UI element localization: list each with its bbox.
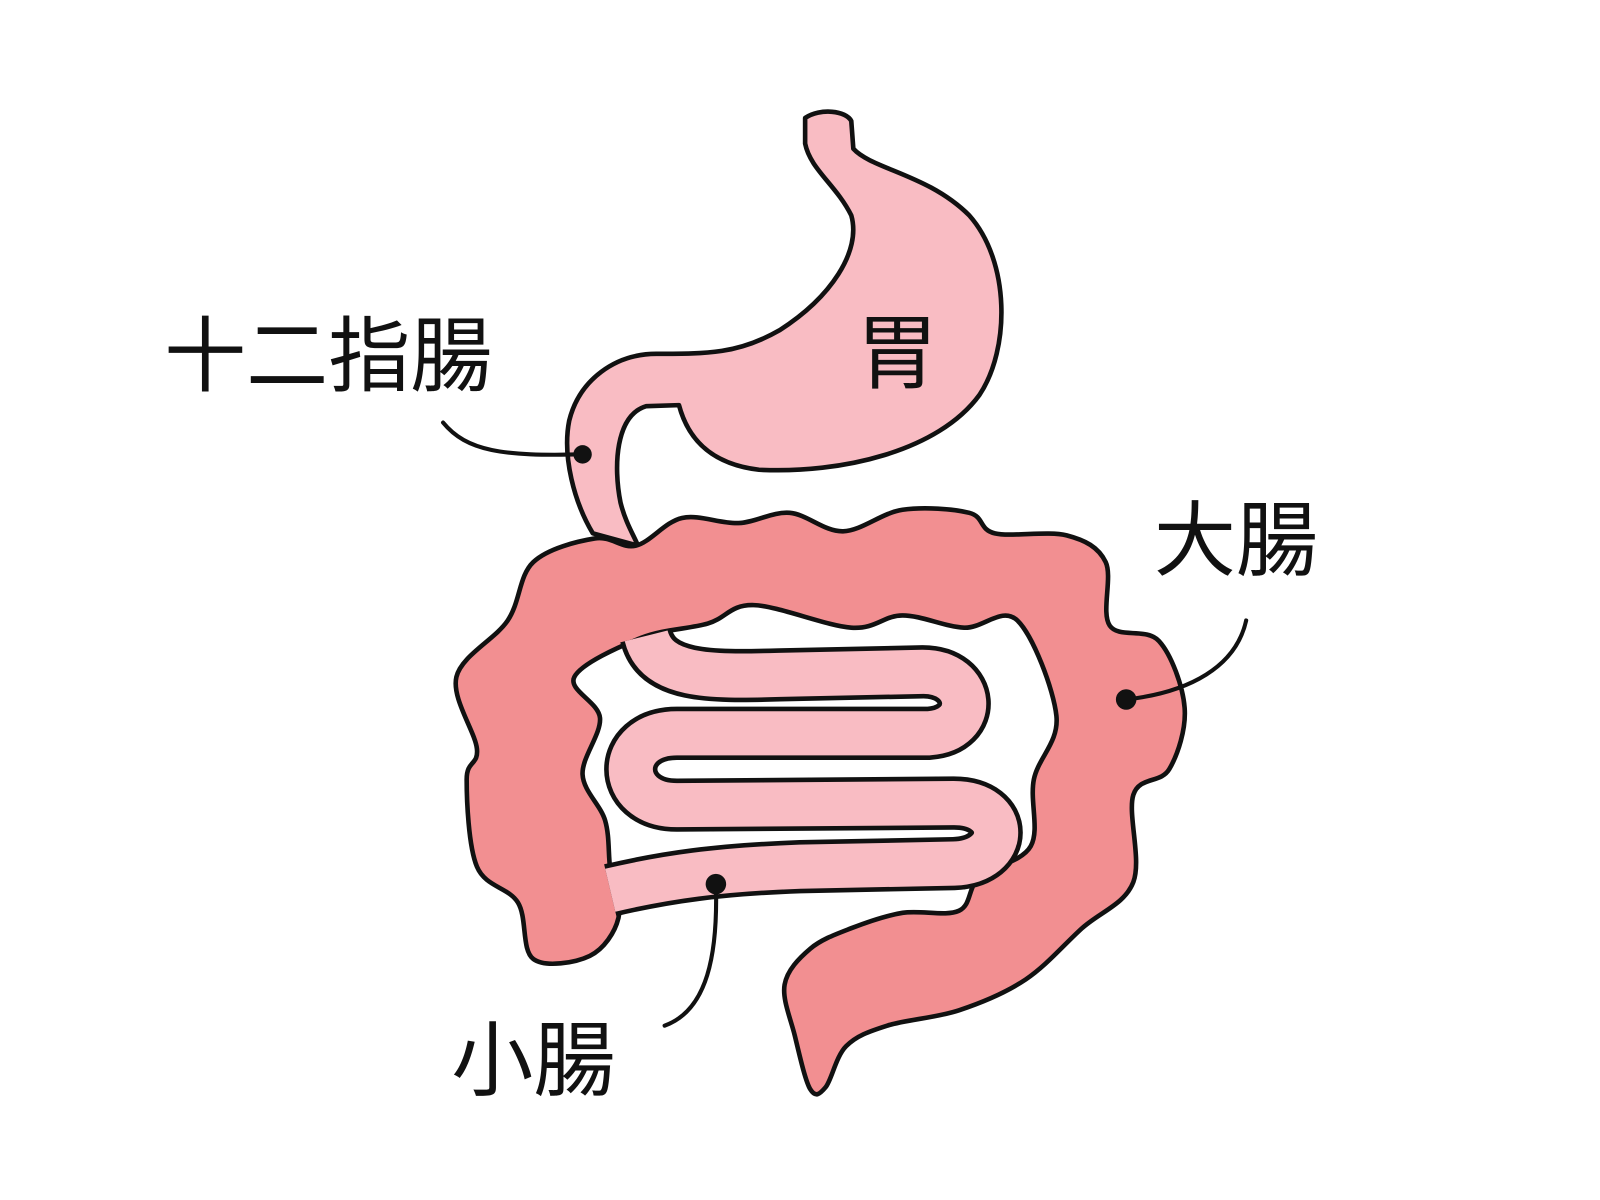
stomach-label: 胃 [856, 307, 938, 402]
small-intestine-label: 小腸 [451, 1014, 615, 1109]
small-intestine [605, 628, 1019, 912]
large-intestine-dot [1115, 689, 1137, 710]
small-intestine-dot [705, 873, 727, 895]
large-intestine-label: 大腸 [1154, 494, 1318, 589]
large-intestine-leader-line [1124, 618, 1249, 702]
small-intestine-leader-line [662, 882, 719, 1028]
duodenum-dot [573, 445, 592, 464]
duodenum-leader-line [441, 420, 585, 457]
duodenum-label: 十二指腸 [164, 310, 492, 405]
large-intestine [453, 505, 1188, 1097]
stomach [564, 109, 1004, 548]
